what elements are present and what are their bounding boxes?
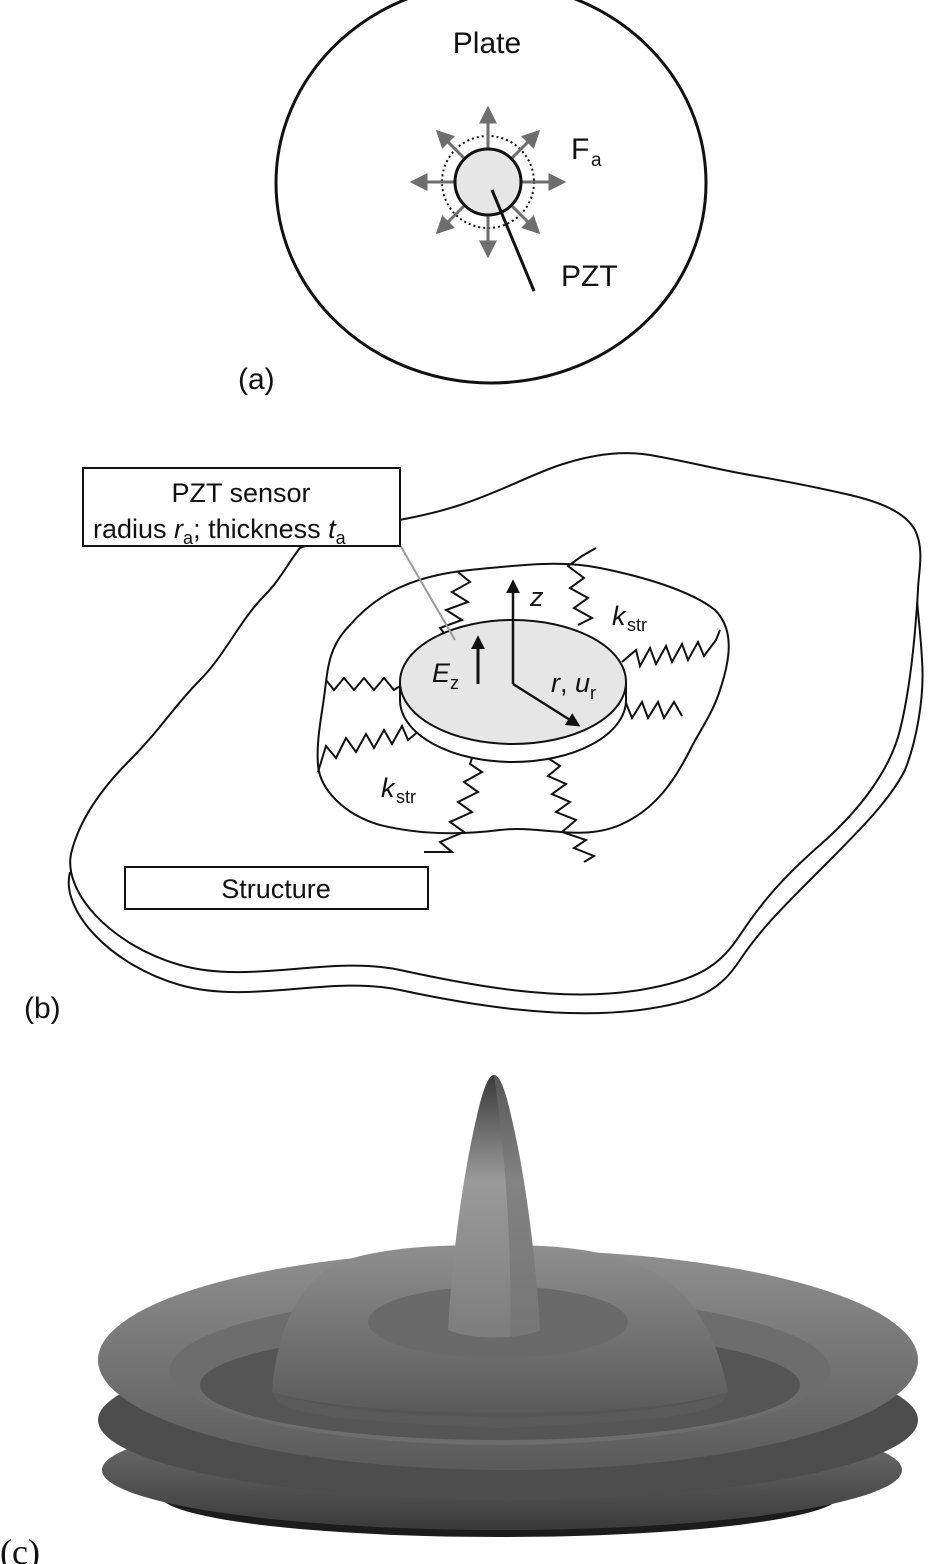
- svg-text:z: z: [450, 673, 459, 693]
- spring-right-lower: [613, 699, 683, 721]
- structure-label: Structure: [221, 874, 331, 904]
- panel-a: Plate F a PZT (a): [238, 0, 708, 396]
- svg-text:E: E: [432, 658, 451, 688]
- spring-lower-right: [546, 757, 597, 863]
- caption-a: (a): [238, 363, 275, 396]
- springs: [317, 547, 721, 863]
- caption-b: (b): [24, 992, 61, 1025]
- svg-text:str: str: [627, 615, 647, 635]
- pzt-disk: [453, 147, 523, 217]
- sensor-callout-line2: radius ra; thickness ta: [93, 514, 347, 548]
- k-label-upper: k str: [612, 601, 647, 635]
- svg-text:k: k: [381, 773, 396, 803]
- structure-bottom-outline: [67, 584, 924, 1015]
- central-spike-shade: [494, 1075, 540, 1337]
- svg-text:a: a: [591, 150, 602, 171]
- spring-left: [325, 676, 407, 692]
- panel-b: PZT sensor radius ra; thickness ta z E z…: [24, 452, 924, 1025]
- sensor-callout-line1: PZT sensor: [171, 478, 310, 508]
- sensor-leader-line: [399, 544, 456, 641]
- spring-upper-left: [438, 571, 472, 639]
- spring-right: [621, 629, 721, 669]
- radial-force-arrows: [409, 105, 567, 259]
- spring-lower-middle: [424, 751, 484, 853]
- plate-label: Plate: [453, 27, 521, 60]
- sensor-callout-box: [82, 467, 401, 547]
- z-label: z: [529, 582, 544, 612]
- panel-c: (c): [0, 1075, 918, 1564]
- caption-c: (c): [0, 1532, 40, 1564]
- spring-upper-right: [566, 547, 597, 626]
- spring-lower-left: [317, 723, 421, 773]
- k-label-lower: k str: [381, 773, 416, 807]
- r-axis: [512, 682, 581, 727]
- svg-text:str: str: [396, 787, 416, 807]
- inner-ring-front: [272, 1392, 728, 1428]
- r-u-label: r, ur: [551, 668, 596, 703]
- force-label: F a: [571, 133, 602, 171]
- structure-label-box: [124, 866, 429, 910]
- svg-text:k: k: [612, 601, 627, 631]
- e-label: E z: [432, 658, 459, 693]
- pzt-pointer: [490, 189, 536, 292]
- pzt-label: PZT: [561, 260, 618, 293]
- svg-text:F: F: [571, 133, 589, 166]
- plate-circle: [274, 0, 708, 385]
